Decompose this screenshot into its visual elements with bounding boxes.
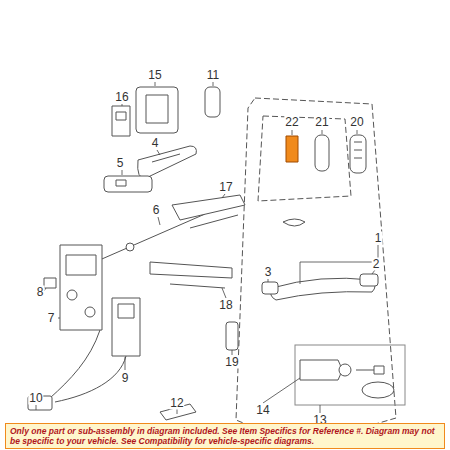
notice-box: Only one part or sub-assembly in diagram… (5, 423, 445, 449)
rod-clip (126, 243, 134, 251)
door-latch (60, 245, 102, 330)
callout-number: 10 (28, 392, 43, 405)
pad (315, 135, 329, 171)
callout-number: 7 (47, 312, 56, 325)
door-inner-handle-opening (283, 219, 305, 226)
latch-bolt (85, 307, 95, 317)
callout-number: 9 (121, 372, 130, 385)
lock-rod (95, 214, 205, 262)
handle-housing (136, 87, 178, 133)
handle-cap (262, 282, 278, 294)
callout-number: 11 (206, 69, 220, 82)
actuator-wire (50, 330, 126, 402)
release-cable (150, 262, 232, 288)
callout-number: 17 (218, 181, 233, 194)
callout-number: 19 (224, 356, 239, 369)
outside-handle (271, 278, 375, 300)
cover (350, 135, 366, 173)
latch-clip (44, 278, 56, 288)
door-window (258, 116, 351, 201)
clip (205, 87, 220, 117)
callout-number: 1 (374, 232, 383, 245)
callout-number: 14 (255, 404, 270, 417)
lock-cylinder (300, 360, 341, 380)
callout-number: 2 (372, 258, 381, 271)
callout-number: 16 (114, 91, 129, 104)
latch-link (172, 195, 245, 228)
callout-number: 21 (314, 116, 329, 129)
latch-bolt (67, 290, 77, 300)
key (356, 366, 384, 374)
callout-number: 12 (169, 397, 184, 410)
callout-number: 22 (284, 116, 299, 129)
callout-number: 18 (218, 299, 233, 312)
callout-number: 8 (36, 286, 45, 299)
bracket (112, 106, 130, 136)
callout-number: 3 (264, 266, 273, 279)
callout-number: 4 (151, 137, 160, 150)
kit-bracket (295, 345, 405, 405)
handle-bezel (104, 176, 152, 192)
door-outline (236, 98, 396, 446)
highlighted-part (286, 136, 298, 162)
leader-lines (36, 82, 378, 414)
door-stop (226, 322, 238, 350)
retainer-ring (362, 382, 394, 398)
lock-face (339, 364, 351, 376)
cover-ribs (354, 142, 362, 158)
lock-actuator (112, 298, 140, 356)
notice-text: Only one part or sub-assembly in diagram… (10, 426, 440, 446)
inside-handle (138, 146, 197, 178)
handle-cap (360, 274, 378, 286)
callout-number: 6 (152, 204, 161, 217)
callout-number: 15 (147, 69, 162, 82)
callout-number: 5 (116, 157, 125, 170)
callout-number: 20 (349, 116, 364, 129)
